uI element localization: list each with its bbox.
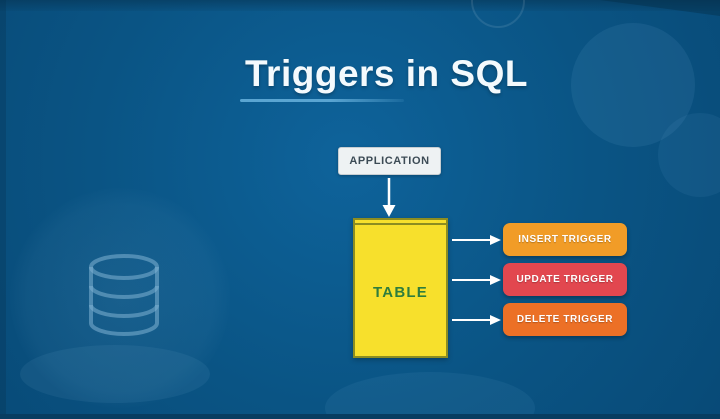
- insert-trigger-node: INSERT TRIGGER: [503, 223, 627, 256]
- decor-ellipse: [20, 345, 210, 403]
- title-underline: [240, 99, 404, 102]
- database-icon: [86, 253, 162, 342]
- decor-ellipse: [325, 372, 535, 419]
- page-title: Triggers in SQL: [245, 53, 528, 94]
- update-trigger-label: UPDATE TRIGGER: [516, 274, 614, 285]
- table-label: TABLE: [373, 283, 428, 301]
- arrow-table-to-insert-trigger: [452, 235, 501, 245]
- top-right-corner-shape: [600, 0, 720, 16]
- decor-circle: [571, 23, 695, 147]
- update-trigger-node: UPDATE TRIGGER: [503, 263, 627, 296]
- delete-trigger-node: DELETE TRIGGER: [503, 303, 627, 336]
- arrow-table-to-update-trigger: [452, 275, 501, 285]
- application-node: APPLICATION: [338, 147, 441, 175]
- insert-trigger-label: INSERT TRIGGER: [518, 234, 612, 245]
- arrow-application-to-table: [382, 178, 396, 217]
- arrow-table-to-delete-trigger: [452, 315, 501, 325]
- table-header-separator: [355, 223, 446, 225]
- top-dark-strip: [0, 0, 720, 11]
- decor-circle: [658, 113, 720, 197]
- delete-trigger-label: DELETE TRIGGER: [516, 314, 614, 325]
- left-dark-strip: [0, 0, 6, 419]
- bottom-dark-strip: [0, 414, 720, 419]
- decor-ring: [471, 0, 525, 28]
- table-node: TABLE: [353, 218, 448, 358]
- application-label: APPLICATION: [349, 155, 430, 167]
